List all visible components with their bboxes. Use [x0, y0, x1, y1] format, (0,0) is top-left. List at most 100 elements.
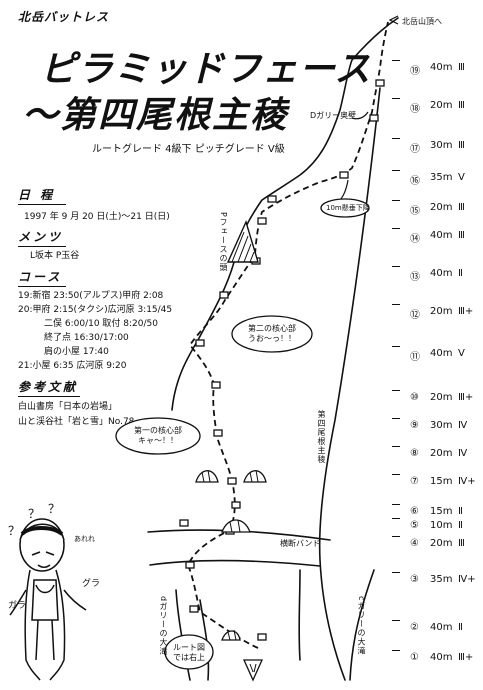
bubble-outline-rappel: [320, 198, 370, 218]
course-line: 二俣 6:00/10 取付 8:20/50: [44, 319, 158, 329]
question-mark: ？: [28, 507, 41, 521]
pitch-tick: [392, 504, 400, 505]
p-face-head-label: Pフェースの頭: [219, 212, 228, 272]
course-line: 19:新宿 23:50(アルプス)甲府 2:08: [18, 291, 164, 301]
bubble-second-crux: 第二の核心部 うお〜っ！！: [248, 324, 296, 343]
pitch-number: ⑯: [410, 176, 420, 187]
reference-line: 山と渓谷社「岩と雪」No.78: [18, 417, 135, 427]
pitch-number: ⑫: [410, 310, 420, 321]
pitch-grade: Ⅱ: [458, 520, 463, 531]
pitch-grade: Ⅲ: [458, 140, 465, 151]
pitch-number: ⑤: [410, 520, 419, 531]
pitch-grade: Ⅱ: [458, 622, 463, 633]
schedule-section: 日 程 1997 年 9 月 20 日(土)〜21 日(日): [18, 186, 193, 223]
pitch-grade: Ⅳ: [458, 420, 468, 431]
d-cliff-arrow: [351, 111, 369, 120]
pitch-length: 20m: [430, 306, 453, 317]
onomatopoeia: あれれ: [74, 535, 95, 543]
pitch-number: ⑰: [410, 144, 420, 155]
bubble-first-crux: 第一の核心部 キャ〜！！: [134, 426, 182, 445]
belay-marker: [267, 195, 277, 203]
pitch-grade: Ⅲ+: [458, 306, 474, 317]
ridge-label: 第四尾根主稜: [317, 410, 326, 464]
pitch-tick: [392, 572, 400, 573]
pitch-tick: [392, 620, 400, 621]
roof-shape: [221, 519, 251, 533]
roof-shape: [243, 470, 267, 483]
pitch-length: 30m: [430, 420, 453, 431]
pitch-number: ⑭: [410, 234, 420, 245]
pitch-row: ⑫ 20m Ⅲ+: [392, 304, 476, 322]
belay-marker: [219, 291, 229, 299]
pitch-grade: Ⅲ: [458, 62, 465, 73]
course-heading: コース: [18, 268, 66, 287]
roof-hatching: [201, 469, 259, 673]
pitch-length: 40m: [430, 268, 453, 279]
pitch-number: ⑨: [410, 420, 419, 431]
pitch-number: ⑥: [410, 506, 419, 517]
pitch-grade: Ⅴ: [458, 172, 465, 183]
pitch-number: ⑧: [410, 448, 419, 459]
pitch-row: ⑰ 30m Ⅲ: [392, 138, 476, 156]
pitch-tick: [392, 228, 400, 229]
route-line: [187, 21, 389, 649]
band-line-2: [149, 559, 321, 567]
pitch-tick: [392, 98, 400, 99]
pitch-grade: Ⅳ: [458, 448, 468, 459]
belay-marker: [189, 605, 199, 613]
pitch-number: ⑲: [410, 66, 420, 77]
belay-marker: [257, 217, 267, 225]
c-gully-falls-label: cガリーの大滝: [357, 596, 366, 656]
pitch-number: ④: [410, 538, 419, 549]
members-names: L坂本 P玉谷: [30, 251, 80, 261]
belay-marker: [369, 114, 379, 122]
pitch-tick: [392, 446, 400, 447]
bubble-outline-2: [231, 315, 313, 353]
belay-marker: [375, 79, 385, 87]
roof-shape: [195, 470, 219, 483]
pitch-grade: Ⅱ: [458, 506, 463, 517]
pitch-length: 40m: [430, 622, 453, 633]
pitch-tick: [392, 418, 400, 419]
pitch-tick: [392, 266, 400, 267]
d-gully-cliff-label: Dガリー奥壁: [310, 111, 357, 120]
pitch-length: 15m: [430, 476, 453, 487]
belay-marker: [231, 501, 241, 509]
pitch-length: 40m: [430, 230, 453, 241]
to-summit-label: 北岳山頂へ: [402, 17, 442, 26]
summit-arrow: [388, 15, 399, 25]
pitch-tick: [392, 170, 400, 171]
pitch-length: 20m: [430, 448, 453, 459]
pitch-tick: [392, 346, 400, 347]
club-name: 北岳バットレス: [18, 10, 110, 24]
band-label: 横断バンド: [280, 539, 321, 548]
pitch-grade: Ⅲ+: [458, 652, 474, 663]
pitch-length: 30m: [430, 140, 453, 151]
falls-line: [298, 569, 301, 661]
bubble-outline-1: [115, 417, 201, 455]
pitch-length: 15m: [430, 506, 453, 517]
pitch-number: ①: [410, 652, 419, 663]
belay-marker: [195, 339, 205, 347]
course-line: 21:小屋 6:35 広河原 9:20: [18, 361, 127, 371]
pitch-length: 40m: [430, 62, 453, 73]
pitch-number: ②: [410, 622, 419, 633]
pitch-tick: [392, 304, 400, 305]
pitch-length: 20m: [430, 392, 453, 403]
question-mark: ？: [8, 524, 21, 538]
pitch-grade: Ⅳ+: [458, 476, 476, 487]
schedule-heading: 日 程: [18, 186, 66, 205]
pitch-grade: Ⅲ: [458, 100, 465, 111]
pitch-tick: [392, 518, 400, 519]
pitch-row: ⑧ 20m Ⅳ: [392, 446, 476, 464]
pitch-number: ⑮: [410, 206, 420, 217]
onomatopoeia: ガラ: [8, 601, 27, 611]
